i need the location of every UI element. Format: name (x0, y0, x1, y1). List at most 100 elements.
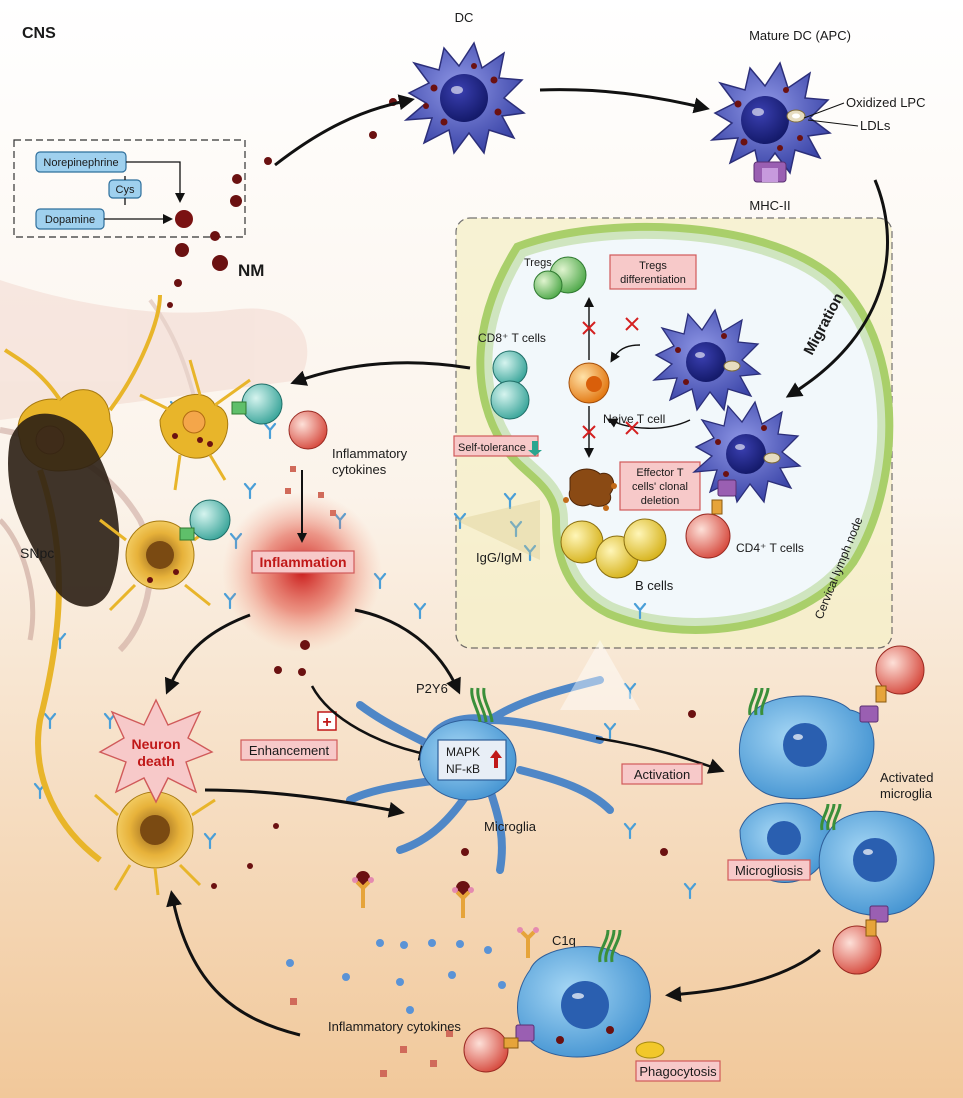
nm-granule (175, 210, 193, 228)
tregs-diff-line1: Tregs (639, 260, 667, 272)
mature-dc-label: Mature DC (APC) (749, 28, 851, 43)
arrow-inflammation-to-death (164, 613, 251, 695)
cd4-t-cells-label: CD4⁺ T cells (736, 541, 804, 555)
activated-microglia-line2: microglia (880, 786, 933, 801)
phagocytic-red-t (463, 1027, 519, 1073)
tregs-diff-line2: differentiation (620, 274, 686, 286)
oxidized-lpc-pointer (803, 102, 845, 119)
c1q-label: C1q (552, 933, 576, 948)
naive-t-cell-label: Naive T cell (603, 412, 665, 426)
activated-microglia-3 (818, 803, 935, 923)
tregs-label: Tregs (524, 257, 552, 269)
cd8-t-cell-attack-2 (179, 499, 231, 541)
neuron-death-line1: Neuron (132, 736, 181, 752)
arrow-cytokines-to-neuron (166, 890, 301, 1037)
effector-line1: Effector T (636, 467, 684, 479)
nm-granules (167, 98, 397, 308)
snpc-label: SNpc (20, 545, 54, 561)
lymph-dc-upper (652, 308, 762, 412)
dc-label: DC (455, 10, 474, 25)
enhancement-label: Enhancement (249, 743, 330, 758)
inflammatory-cytokines-top-line1: Inflammatory (332, 446, 408, 461)
light-beam-lymph (560, 640, 640, 710)
nfkb-label: NF-κB (446, 762, 480, 776)
c1q-complexes (352, 871, 539, 958)
neuron-death-starburst (98, 698, 214, 804)
plus-icon: + (322, 714, 331, 731)
neuron-right (139, 359, 251, 491)
enhancement-plus-box (317, 711, 337, 731)
inflammatory-cytokines-top-line2: cytokines (332, 462, 387, 477)
inflammatory-cytokines-bottom-label: Inflammatory cytokines (328, 1019, 461, 1034)
mhc-ii-label: MHC-II (749, 198, 790, 213)
arrow-dc-to-naive-top (610, 344, 641, 363)
up-arrow-icon (490, 750, 502, 768)
tregs-differentiation-box (609, 254, 697, 290)
enhancement-box (240, 739, 338, 761)
cd8-t-cells (490, 350, 530, 420)
effector-t-cell-deleted (563, 468, 617, 511)
cd4-t-cell (685, 499, 731, 559)
effector-line3: deletion (641, 495, 680, 507)
arrow-migration (785, 179, 889, 398)
cytokine-dots-bottom (286, 939, 506, 1077)
effector-line2: cells' clonal (632, 481, 688, 493)
snpc-region (8, 413, 120, 607)
oxidized-lpc-label: Oxidized LPC (846, 95, 925, 110)
arrow-inflammation-to-microglia (354, 608, 461, 695)
arrow-to-phagocytic-microglia (665, 948, 821, 1003)
phagocytic-microglia (515, 929, 651, 1058)
cd8-t-cells-label: CD8⁺ T cells (478, 331, 546, 345)
cys-label: Cys (116, 184, 135, 196)
activated-microglia-1 (738, 687, 879, 800)
arrow-death-to-microglia (204, 788, 405, 818)
inflammation-box (251, 550, 355, 574)
phagocytosed-debris (635, 1041, 665, 1059)
nm-label: NM (238, 261, 264, 280)
cns-label: CNS (22, 25, 56, 42)
b-cells (560, 518, 667, 579)
dc-cell (403, 41, 526, 155)
microglia-label: Microglia (484, 819, 537, 834)
arrow-nm-to-dc (274, 94, 415, 167)
norepinephrine-label: Norepinephrine (43, 157, 118, 169)
activated-microglia-red-t (875, 645, 925, 703)
neuron-degenerating-bottom (94, 791, 216, 896)
inflammation-label: Inflammation (259, 554, 346, 570)
cd4-t-cell-cns (288, 410, 328, 450)
light-beam-antibody (455, 500, 540, 560)
effector-deletion-box (619, 461, 701, 511)
inhibition-crosses (582, 317, 639, 439)
b-cells-label: B cells (635, 578, 674, 593)
phagocytosis-label: Phagocytosis (639, 1064, 717, 1079)
synthesis-box: Norepinephrine Cys Dopamine (13, 139, 246, 238)
nm-granules-mid (211, 640, 696, 889)
mapk-label: MAPK (446, 745, 480, 759)
arrow-dc-to-naive-bottom (607, 418, 691, 429)
arrow-cd8-to-neurons (290, 361, 471, 386)
down-arrow-icon (528, 441, 542, 456)
dopamine-label: Dopamine (45, 214, 95, 226)
self-tolerance-label: Self-tolerance (458, 442, 526, 454)
treg-cells (533, 256, 587, 300)
microgliosis-box (727, 859, 811, 881)
p2y6-label: P2Y6 (416, 681, 448, 696)
activated-microglia-line1: Activated (880, 770, 933, 785)
activated-microglia-red-t-lower (832, 919, 882, 975)
phagocytosis-box (635, 1060, 721, 1082)
igg-igm-label: IgG/IgM (476, 550, 522, 565)
arrow-enhancement (310, 685, 435, 761)
activation-label: Activation (634, 767, 690, 782)
naive-t-cell (568, 362, 610, 404)
neuron-death-line2: death (137, 753, 174, 769)
microgliosis-label: Microgliosis (735, 863, 803, 878)
ldls-label: LDLs (860, 118, 891, 133)
cd8-t-cell-attack-1 (231, 383, 283, 425)
arrow-dc-to-mature (539, 88, 710, 114)
activation-box (621, 763, 703, 785)
mature-dc-cell (709, 61, 832, 183)
lymph-dc-lower (692, 400, 802, 504)
arrow-activation (595, 736, 725, 774)
